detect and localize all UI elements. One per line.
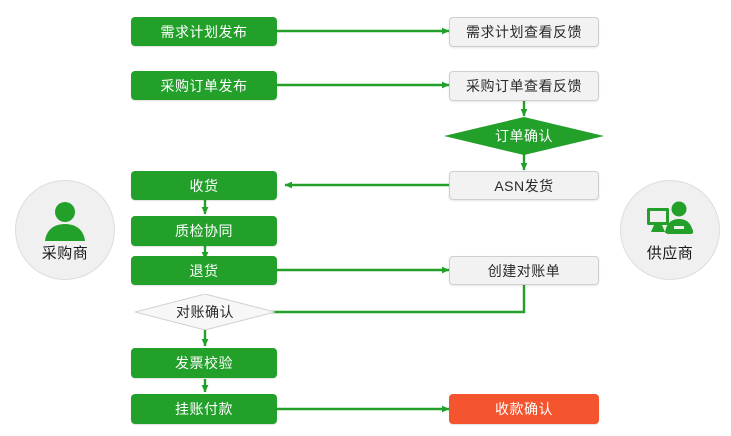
node-goods-receipt[interactable]: 收货 bbox=[131, 171, 277, 200]
node-label: 退货 bbox=[189, 262, 219, 279]
node-label: 对账确认 bbox=[176, 304, 234, 320]
node-invoice-verify[interactable]: 发票校验 bbox=[131, 348, 277, 378]
node-label: 订单确认 bbox=[495, 128, 553, 144]
person-at-computer-icon bbox=[647, 201, 693, 234]
actor-buyer-label: 采购商 bbox=[41, 245, 89, 262]
edge-statement-to-confirm bbox=[244, 285, 526, 316]
node-create-statement[interactable]: 创建对账单 bbox=[449, 256, 599, 285]
node-return-goods[interactable]: 退货 bbox=[131, 256, 277, 285]
node-po-feedback[interactable]: 采购订单查看反馈 bbox=[449, 71, 599, 101]
node-label: 需求计划发布 bbox=[160, 23, 248, 40]
node-label: 收款确认 bbox=[495, 401, 553, 417]
node-label: 需求计划查看反馈 bbox=[466, 24, 582, 40]
node-label: ASN发货 bbox=[494, 177, 554, 194]
node-order-confirm[interactable]: 订单确认 bbox=[444, 117, 604, 155]
node-statement-confirm[interactable]: 对账确认 bbox=[135, 294, 275, 330]
node-label: 创建对账单 bbox=[487, 262, 561, 279]
node-demand-plan-feedback[interactable]: 需求计划查看反馈 bbox=[449, 17, 599, 47]
node-label: 采购订单查看反馈 bbox=[466, 78, 582, 94]
diamond-shape bbox=[444, 117, 604, 155]
person-icon bbox=[45, 202, 85, 241]
node-label: 收货 bbox=[189, 177, 219, 194]
actor-supplier[interactable]: 供应商 bbox=[620, 180, 720, 280]
node-receipt-confirm[interactable]: 收款确认 bbox=[449, 394, 599, 424]
node-label: 发票校验 bbox=[175, 355, 233, 371]
actor-buyer[interactable]: 采购商 bbox=[15, 180, 115, 280]
node-quality-collab[interactable]: 质检协同 bbox=[131, 216, 277, 246]
node-po-publish[interactable]: 采购订单发布 bbox=[131, 71, 277, 100]
node-demand-plan-publish[interactable]: 需求计划发布 bbox=[131, 17, 277, 46]
node-label: 质检协同 bbox=[175, 223, 233, 239]
node-asn-shipment[interactable]: ASN发货 bbox=[449, 171, 599, 200]
actor-supplier-label: 供应商 bbox=[646, 245, 694, 262]
node-label: 挂账付款 bbox=[175, 401, 233, 417]
node-payment-posting[interactable]: 挂账付款 bbox=[131, 394, 277, 424]
node-label: 采购订单发布 bbox=[160, 77, 248, 94]
